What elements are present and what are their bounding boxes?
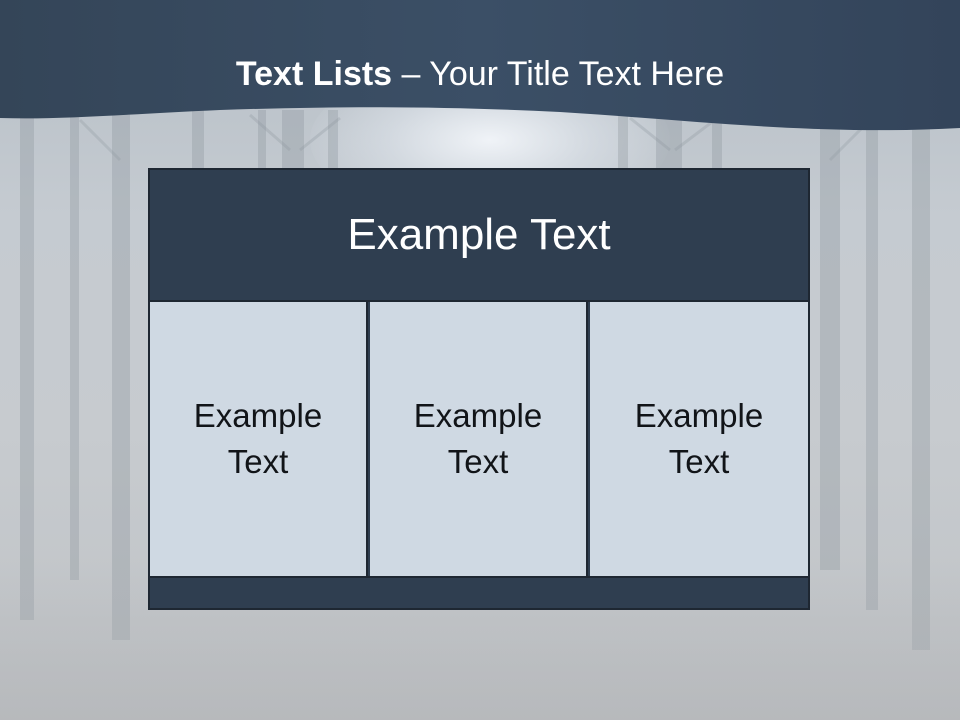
table-cell-1: Example Text	[150, 302, 368, 576]
text-list-table: Example Text Example Text Example Text E…	[148, 168, 810, 610]
table-cell-3-text: Example Text	[634, 397, 764, 480]
header-band	[0, 0, 960, 131]
title-bold-text: Text Lists	[235, 55, 393, 93]
table-footer-bar	[150, 576, 808, 608]
slide-title: Text Lists – Your Title Text Here	[0, 52, 960, 96]
table-cell-1-text: Example Text	[193, 397, 323, 480]
table-header-cell: Example Text	[150, 170, 808, 302]
table-header-text: Example Text	[347, 210, 611, 259]
table-cell-2-text: Example Text	[413, 397, 543, 480]
table-cell-2: Example Text	[370, 302, 588, 576]
table-cell-3: Example Text	[590, 302, 808, 576]
title-subtitle-text: – Your Title Text Here	[401, 55, 725, 93]
